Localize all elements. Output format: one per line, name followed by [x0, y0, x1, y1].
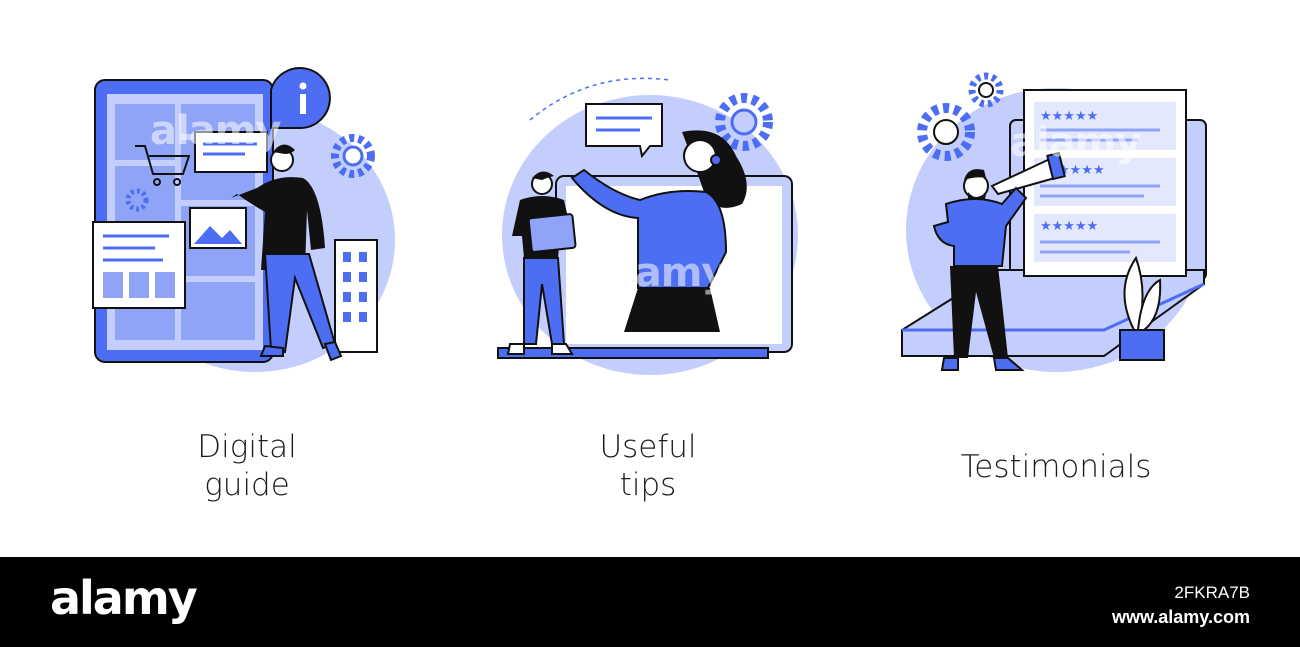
caption-digital-guide: Digital guide	[97, 428, 397, 504]
illustration-canvas: ★★★★★ ★★★★ ★★★★★ alamy alamy	[92, 67, 1207, 504]
site-url: www.alamy.com	[1111, 607, 1250, 627]
potted-plant-icon	[1119, 255, 1165, 361]
caption-line: Digital	[197, 429, 297, 465]
caption-useful-tips: Useful tips	[498, 428, 798, 504]
headset-icon	[683, 139, 722, 166]
testimonials-illustration: ★★★★★ ★★★★ ★★★★★	[901, 72, 1207, 372]
image-id: 2FKRA7B	[1174, 583, 1250, 602]
caption-line: Testimonials	[960, 449, 1152, 485]
alamy-logo: alamy	[50, 571, 198, 625]
svg-text:★★★★: ★★★★	[1058, 163, 1105, 178]
caption-line: Useful	[599, 429, 697, 465]
useful-tips-illustration	[497, 77, 798, 375]
star-rating-icon: ★★★★★	[1034, 102, 1176, 150]
gear-icon	[917, 103, 975, 161]
info-icon	[270, 67, 331, 129]
gear-icon	[715, 93, 773, 151]
watermark: alamy	[596, 250, 727, 296]
image-icon	[189, 207, 247, 249]
shopping-cart-icon	[135, 145, 191, 186]
gear-icon	[968, 72, 1004, 108]
image-id-block: 2FKRA7B www.alamy.com	[1112, 581, 1250, 629]
caption-line: guide	[204, 467, 290, 503]
svg-text:★★★★★: ★★★★★	[1040, 109, 1098, 124]
caption-line: tips	[619, 467, 677, 503]
stock-footer-bar: alamy 2FKRA7B www.alamy.com	[0, 557, 1300, 647]
digital-guide-illustration	[92, 67, 395, 372]
speech-bubble-icon	[585, 103, 663, 159]
star-rating-icon: ★★★★★	[1034, 214, 1176, 262]
gear-icon	[125, 188, 149, 212]
watermark: alamy	[1010, 120, 1141, 166]
watermark: alamy	[150, 108, 281, 154]
telescope-icon	[990, 151, 1066, 196]
caption-testimonials: Testimonials	[906, 448, 1206, 486]
gear-icon	[331, 134, 375, 178]
svg-text:★★★★★: ★★★★★	[1040, 219, 1098, 234]
